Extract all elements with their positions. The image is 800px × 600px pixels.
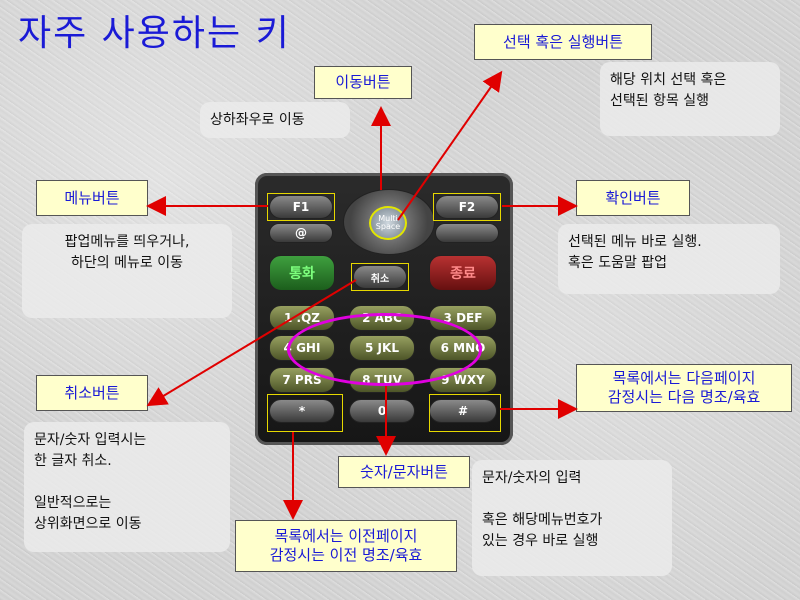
select-center-key[interactable]: Multi Space xyxy=(369,206,407,240)
blank-key[interactable] xyxy=(435,223,499,243)
number-keys-highlight xyxy=(287,313,482,386)
arrow-select xyxy=(397,70,503,221)
call-key[interactable]: 통화 xyxy=(269,255,335,291)
star-key[interactable]: * xyxy=(269,399,335,423)
cancel-key[interactable]: 취소 xyxy=(353,265,407,289)
next-page-label: 목록에서는 다음페이지 감정시는 다음 명조/육효 xyxy=(576,364,792,412)
select-button-label: 선택 혹은 실행버튼 xyxy=(474,24,652,60)
cancel-description: 문자/숫자 입력시는 한 글자 취소. 일반적으로는 상위화면으로 이동 xyxy=(24,422,230,552)
at-key[interactable]: @ xyxy=(269,223,333,243)
confirm-description: 선택된 메뉴 바로 실행. 혹은 도움말 팝업 xyxy=(558,224,780,294)
hash-key[interactable]: # xyxy=(429,399,497,423)
star-highlight xyxy=(267,394,343,432)
menu-button-label: 메뉴버튼 xyxy=(36,180,148,216)
key-0[interactable]: 0 xyxy=(349,399,415,423)
select-description: 해당 위치 선택 혹은 선택된 항목 실행 xyxy=(600,62,780,136)
end-key[interactable]: 종료 xyxy=(429,255,497,291)
move-button-label: 이동버튼 xyxy=(314,66,412,99)
key-7[interactable]: 7 PRS xyxy=(269,367,335,393)
cancel-highlight xyxy=(351,263,409,291)
f1-key[interactable]: F1 xyxy=(269,195,333,219)
number-description: 문자/숫자의 입력 혹은 해당메뉴번호가 있는 경우 바로 실행 xyxy=(472,460,672,576)
number-button-label: 숫자/문자버튼 xyxy=(338,456,470,488)
f2-key[interactable]: F2 xyxy=(435,195,499,219)
confirm-button-label: 확인버튼 xyxy=(576,180,690,216)
move-description: 상하좌우로 이동 xyxy=(200,102,350,138)
arrow-cancel xyxy=(146,279,357,407)
page-title: 자주 사용하는 키 xyxy=(18,13,291,54)
prev-page-label: 목록에서는 이전페이지 감정시는 이전 명조/육효 xyxy=(235,520,457,572)
hash-highlight xyxy=(429,394,501,432)
menu-description: 팝업메뉴를 띄우거나, 하단의 메뉴로 이동 xyxy=(22,224,232,318)
f2-highlight xyxy=(433,193,501,221)
